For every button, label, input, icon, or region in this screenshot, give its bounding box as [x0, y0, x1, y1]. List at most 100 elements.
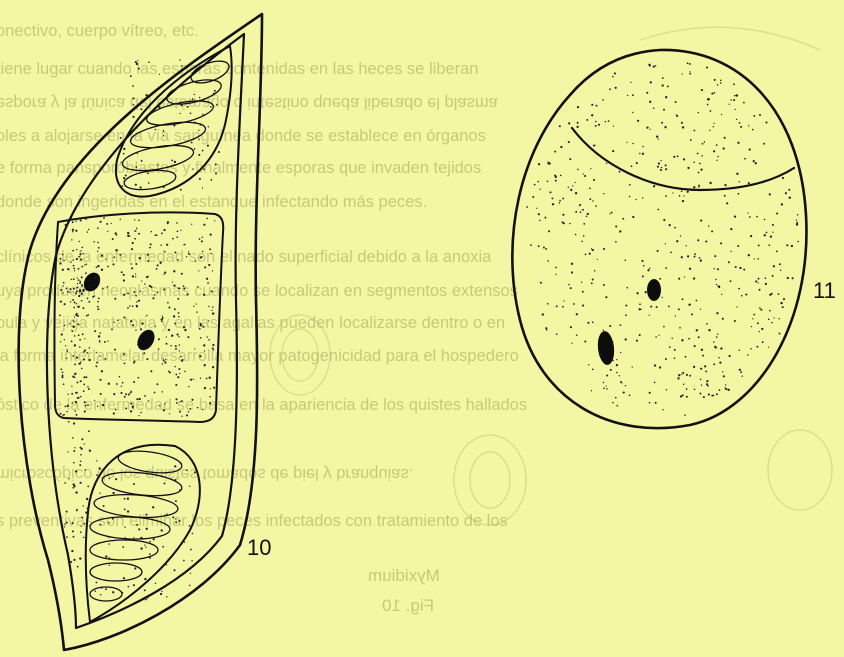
stipple-dot	[610, 369, 612, 371]
stipple-dot	[99, 355, 100, 356]
stipple-dot	[73, 326, 75, 328]
stipple-dot	[750, 235, 752, 237]
stipple-dot	[79, 253, 81, 255]
stipple-dot	[616, 359, 617, 360]
stipple-dot	[184, 288, 186, 290]
stipple-dot	[625, 338, 627, 340]
sporoplasm	[54, 212, 223, 422]
stipple-dot	[545, 327, 547, 329]
stipple-dot	[202, 326, 204, 328]
stipple-dot	[700, 220, 702, 222]
stipple-dot	[84, 401, 86, 403]
stipple-dot	[132, 85, 134, 87]
stipple-dot	[73, 259, 74, 260]
stipple-dot	[762, 341, 764, 343]
stipple-dot	[78, 256, 80, 258]
stipple-dot	[726, 202, 728, 204]
stipple-dot	[706, 66, 708, 68]
stipple-dot	[202, 187, 203, 188]
stipple-dot	[149, 553, 151, 555]
stipple-dot	[85, 376, 87, 378]
stipple-dot	[174, 251, 176, 253]
stipple-dot	[114, 349, 116, 351]
stipple-dot	[102, 288, 104, 290]
stipple-dot	[650, 81, 652, 83]
stipple-dot	[684, 276, 685, 277]
stipple-dot	[744, 158, 746, 160]
stipple-dot	[181, 273, 183, 275]
stipple-dot	[575, 211, 577, 213]
stipple-dot	[570, 287, 572, 289]
stipple-dot	[83, 376, 85, 378]
stipple-dot	[105, 588, 107, 590]
stipple-dot	[195, 261, 196, 262]
stipple-dot	[174, 465, 176, 467]
stipple-dot	[73, 291, 74, 292]
stipple-dot	[584, 175, 586, 177]
stipple-dot	[759, 114, 761, 116]
stipple-dot	[104, 341, 106, 343]
stipple-dot	[642, 153, 644, 155]
stipple-dot	[603, 329, 604, 330]
stipple-dot	[717, 156, 719, 158]
stipple-dot	[609, 88, 611, 90]
stipple-dot	[83, 384, 85, 386]
stipple-dot	[144, 395, 146, 397]
stipple-dot	[595, 121, 597, 123]
stipple-dot	[530, 244, 532, 246]
stipple-dot	[86, 264, 88, 266]
stipple-dot	[79, 346, 81, 348]
stipple-dot	[76, 249, 77, 250]
stipple-dot	[207, 282, 209, 284]
stipple-dot	[603, 284, 605, 286]
stipple-dot	[108, 536, 110, 538]
stipple-dot	[213, 387, 215, 389]
stipple-dot	[184, 244, 186, 246]
stipple-dot	[158, 106, 160, 108]
stipple-dot	[85, 512, 87, 514]
stipple-dot	[88, 388, 90, 390]
stipple-dot	[73, 559, 75, 561]
stipple-dot	[149, 557, 151, 559]
stipple-dot	[729, 104, 730, 105]
stipple-dot	[191, 399, 193, 401]
stipple-dot	[108, 383, 110, 385]
stipple-dot	[178, 336, 179, 337]
stipple-dot	[133, 381, 135, 383]
figure-10-spore	[19, 14, 262, 650]
stipple-dot	[679, 327, 681, 329]
stipple-dot	[144, 589, 146, 591]
stipple-dot	[76, 221, 77, 222]
stipple-dot	[59, 262, 61, 264]
stipple-dot	[796, 222, 798, 224]
stipple-dot	[164, 403, 165, 404]
stipple-dot	[584, 340, 586, 342]
stipple-dot	[737, 245, 739, 247]
stipple-dot	[78, 279, 80, 281]
stipple-dot	[768, 347, 769, 348]
stipple-dot	[713, 92, 715, 94]
stipple-dot	[62, 285, 63, 286]
stipple-dot	[210, 234, 212, 236]
stipple-dot	[715, 279, 716, 280]
stipple-dot	[101, 370, 103, 372]
stipple-dot	[576, 313, 578, 315]
stipple-dot	[101, 587, 103, 589]
stipple-dot	[178, 287, 180, 289]
stipple-dot	[736, 306, 737, 307]
stipple-dot	[192, 168, 193, 169]
stipple-dot	[133, 104, 135, 106]
stipple-dot	[730, 280, 732, 282]
stipple-dot	[107, 231, 108, 232]
stipple-dot	[133, 537, 134, 538]
stipple-dot	[121, 185, 123, 187]
stipple-dot	[72, 437, 74, 439]
stipple-dot	[706, 323, 708, 325]
stipple-dot	[591, 248, 592, 249]
stipple-dot	[748, 182, 750, 184]
stipple-dot	[148, 400, 149, 401]
stipple-dot	[144, 544, 145, 545]
stipple-dot	[576, 334, 578, 336]
stipple-dot	[113, 412, 115, 414]
stipple-dot	[75, 491, 77, 493]
